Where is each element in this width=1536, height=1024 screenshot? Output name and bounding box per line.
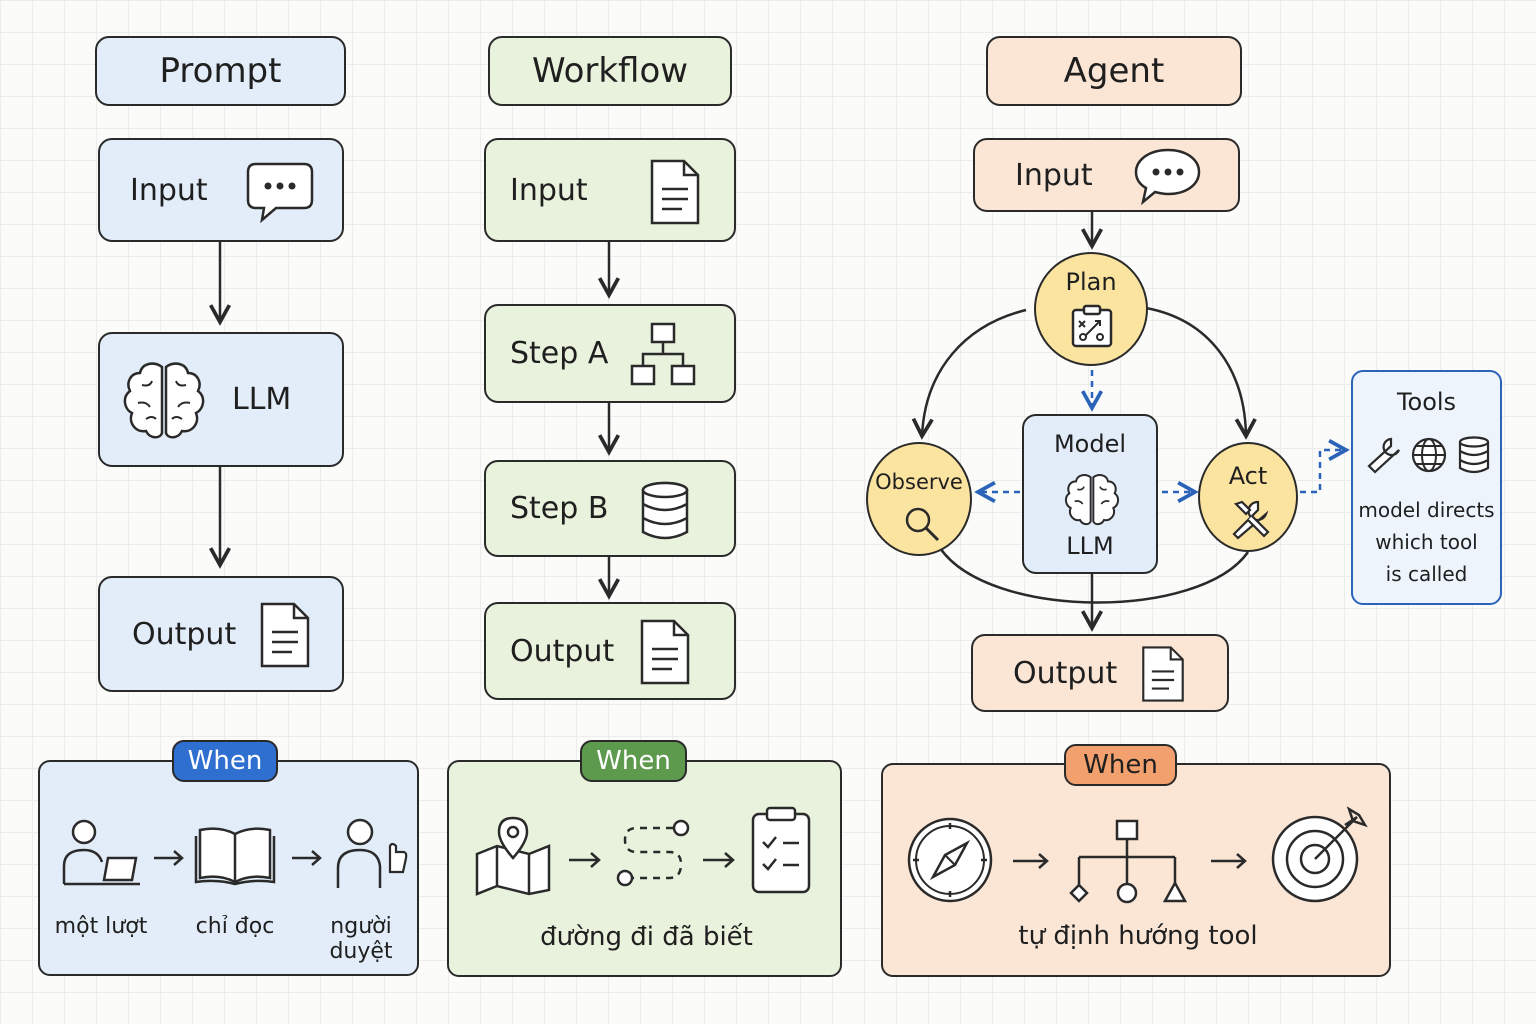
workflow-step-b-node: Step B (484, 460, 736, 557)
checklist-icon (751, 806, 811, 894)
workflow-input-node: Input (484, 138, 736, 242)
agent-plan-node: Plan (1034, 252, 1148, 366)
workflow-caption: đường đi đã biết (540, 922, 753, 952)
tools-note-line1: model directs (1358, 498, 1495, 522)
agent-observe-node: Observe (866, 442, 972, 556)
workflow-output-node: Output (484, 602, 736, 700)
workflow-title-text: Workflow (531, 51, 689, 91)
brain-icon (1065, 474, 1119, 526)
wrench-icon (1367, 437, 1401, 474)
agent-output-label: Output (1013, 655, 1118, 691)
clipboard-plan-icon (1071, 304, 1113, 348)
prompt-when-panel: một lượt chỉ đọc người duyệt (38, 760, 419, 976)
document-icon (1142, 646, 1184, 702)
document-icon (650, 159, 700, 225)
workflow-step-a-label: Step A (510, 336, 609, 371)
document-icon (260, 602, 310, 668)
prompt-caption-3: người duyệt (329, 914, 393, 964)
tools-icon (1232, 500, 1270, 540)
target-icon (1271, 806, 1368, 903)
arrow-observe-plan (940, 310, 1026, 440)
person-thumbs-up-icon (336, 818, 408, 888)
arrow-icon (154, 850, 184, 866)
arrow-icon (1013, 853, 1049, 869)
compass-icon (907, 817, 993, 903)
loop-observe-act-bottom (938, 547, 1250, 604)
speech-bubble-icon (1134, 148, 1201, 206)
prompt-input-label: Input (130, 172, 208, 208)
agent-input-label: Input (1015, 157, 1093, 193)
database-icon (1458, 436, 1490, 474)
agent-model-node: Model LLM (1022, 414, 1158, 574)
prompt-llm-node: LLM (98, 332, 344, 467)
decision-tree-icon (1069, 819, 1188, 904)
arrow-icon (1211, 853, 1247, 869)
arrow-plan-act (1145, 306, 1246, 436)
prompt-caption-2: chỉ đọc (195, 914, 275, 939)
workflow-title: Workflow (488, 36, 732, 106)
prompt-llm-label: LLM (232, 382, 292, 417)
prompt-output-node: Output (98, 576, 344, 692)
tools-note-line3: is called (1385, 562, 1468, 586)
database-icon (641, 481, 689, 540)
arrow-icon (569, 852, 601, 868)
agent-output-node: Output (971, 634, 1229, 712)
arrow-icon (292, 850, 322, 866)
workflow-when-badge: When (580, 740, 687, 782)
tools-title: Tools (1396, 388, 1457, 416)
workflow-step-b-label: Step B (510, 491, 609, 526)
agent-when-panel: tự định hướng tool (881, 763, 1391, 977)
prompt-title: Prompt (95, 36, 346, 106)
workflow-when-panel: đường đi đã biết (447, 760, 842, 977)
workflow-input-label: Input (510, 172, 588, 208)
dashed-act-tools (1300, 450, 1346, 494)
prompt-when-badge-text: When (187, 746, 263, 776)
prompt-when-badge: When (172, 740, 278, 782)
agent-model-label: Model (1053, 430, 1127, 458)
workflow-step-a-node: Step A (484, 304, 736, 403)
path-icon (616, 819, 690, 887)
magnifier-icon (905, 507, 940, 542)
globe-icon (1411, 437, 1447, 473)
speech-bubble-icon (246, 162, 314, 224)
workflow-output-label: Output (510, 633, 615, 669)
agent-act-node: Act (1198, 442, 1298, 552)
prompt-output-label: Output (132, 616, 237, 652)
agent-act-label: Act (1228, 462, 1268, 490)
agent-title: Agent (986, 36, 1242, 106)
agent-caption: tự định hướng tool (1018, 921, 1258, 951)
brain-icon (123, 362, 205, 439)
prompt-input-node: Input (98, 138, 344, 242)
map-pin-icon (475, 816, 551, 896)
person-laptop-icon (62, 819, 140, 886)
prompt-caption-1: một lượt (54, 914, 148, 939)
agent-title-text: Agent (1063, 51, 1165, 91)
workflow-when-badge-text: When (596, 746, 671, 776)
agent-when-badge: When (1064, 744, 1177, 786)
agent-model-sublabel: LLM (1066, 532, 1114, 560)
document-icon (640, 619, 690, 685)
agent-plan-label: Plan (1065, 268, 1117, 296)
arrow-plan-observe (922, 308, 1027, 436)
open-book-icon (194, 827, 276, 886)
agent-observe-label: Observe (875, 470, 963, 494)
arrow-icon (703, 852, 735, 868)
tools-panel: Tools model directs which tool is called (1351, 370, 1502, 605)
tools-note-line2: which tool (1375, 530, 1478, 554)
agent-input-node: Input (973, 138, 1240, 212)
hierarchy-icon (630, 322, 696, 386)
agent-when-badge-text: When (1083, 750, 1158, 780)
prompt-title-text: Prompt (159, 51, 282, 91)
